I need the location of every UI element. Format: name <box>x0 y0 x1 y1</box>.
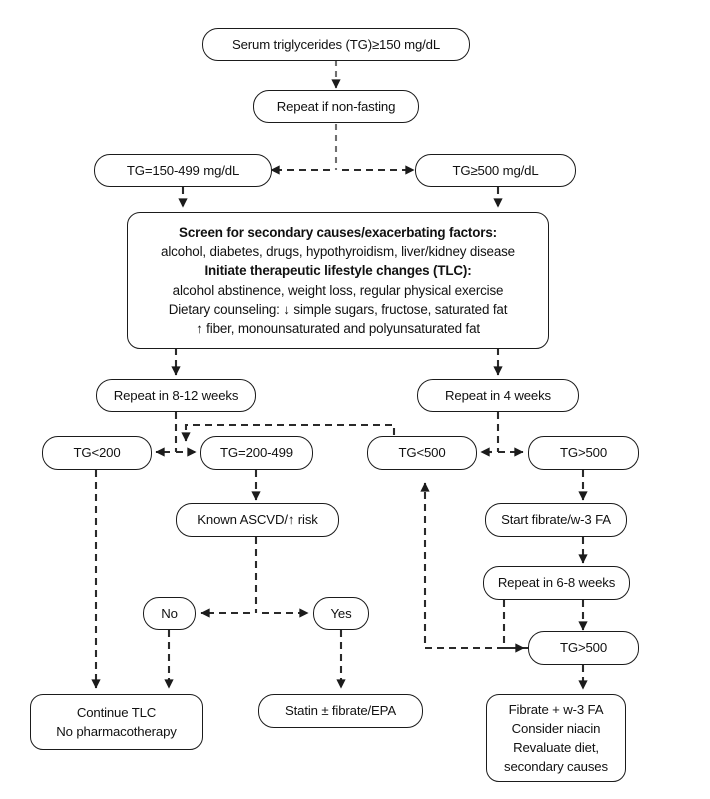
node-known-ascvd[interactable]: Known ASCVD/↑ risk <box>176 503 339 537</box>
screen-line-3: Initiate therapeutic lifestyle changes (… <box>204 263 472 279</box>
node-label: TG<200 <box>73 445 121 461</box>
continue-line-1: Continue TLC <box>76 704 157 720</box>
fibrate-line-2: Consider niacin <box>511 720 601 736</box>
node-serum-triglycerides[interactable]: Serum triglycerides (TG)≥150 mg/dL <box>202 28 470 61</box>
node-tg-lt-200[interactable]: TG<200 <box>42 436 152 470</box>
node-repeat-if-non-fasting[interactable]: Repeat if non-fasting <box>253 90 419 123</box>
node-label: Known ASCVD/↑ risk <box>197 512 318 528</box>
node-label: TG=200-499 <box>220 445 293 461</box>
node-tg-gt-500-bottom[interactable]: TG>500 <box>528 631 639 665</box>
fibrate-line-4: secondary causes <box>504 759 608 775</box>
fibrate-line-1: Fibrate + w-3 FA <box>508 701 604 717</box>
screen-line-2: alcohol, diabetes, drugs, hypothyroidism… <box>161 244 515 260</box>
node-tg-lt-500[interactable]: TG<500 <box>367 436 477 470</box>
continue-line-2: No pharmacotherapy <box>56 724 177 739</box>
node-screen-secondary-causes[interactable]: Screen for secondary causes/exacerbating… <box>127 212 549 349</box>
node-label: TG=150-499 mg/dL <box>126 162 240 178</box>
node-tg-150-499[interactable]: TG=150-499 mg/dL <box>94 154 272 187</box>
node-repeat-8-12-weeks[interactable]: Repeat in 8-12 weeks <box>96 379 256 412</box>
node-label: Statin ± fibrate/EPA <box>284 703 396 719</box>
node-label: Repeat in 4 weeks <box>445 387 551 403</box>
node-tg-gt-500-top[interactable]: TG>500 <box>528 436 639 470</box>
node-fibrate-combination[interactable]: Fibrate + w-3 FA Consider niacin Revalua… <box>486 694 626 782</box>
node-label: Yes <box>330 605 352 621</box>
node-label: Repeat in 8-12 weeks <box>113 387 239 403</box>
node-label: Repeat if non-fasting <box>276 98 396 114</box>
node-repeat-4-weeks[interactable]: Repeat in 4 weeks <box>417 379 579 412</box>
node-label: No <box>161 605 178 621</box>
node-label: TG>500 <box>559 445 608 461</box>
node-answer-no[interactable]: No <box>143 597 196 630</box>
node-answer-yes[interactable]: Yes <box>313 597 369 630</box>
screen-line-1: Screen for secondary causes/exacerbating… <box>179 225 497 241</box>
screen-line-6: ↑ fiber, monounsaturated and polyunsatur… <box>196 320 480 336</box>
node-label: Start fibrate/w-3 FA <box>501 512 611 528</box>
connector-feedback-repeat68-to-bottom <box>502 600 525 653</box>
node-repeat-6-8-weeks[interactable]: Repeat in 6-8 weeks <box>483 566 630 600</box>
node-continue-tlc[interactable]: Continue TLC No pharmacotherapy <box>30 694 203 750</box>
screen-line-4: alcohol abstinence, weight loss, regular… <box>172 282 504 298</box>
node-tg-200-499[interactable]: TG=200-499 <box>200 436 313 470</box>
node-tg-ge-500[interactable]: TG≥500 mg/dL <box>415 154 576 187</box>
fibrate-line-3: Revaluate diet, <box>513 740 599 755</box>
node-start-fibrate[interactable]: Start fibrate/w-3 FA <box>485 503 627 537</box>
node-label: TG>500 <box>559 640 608 656</box>
node-label: TG≥500 mg/dL <box>452 162 539 178</box>
node-label: TG<500 <box>398 445 446 461</box>
node-label: Serum triglycerides (TG)≥150 mg/dL <box>231 36 441 52</box>
node-statin-fibrate-epa[interactable]: Statin ± fibrate/EPA <box>258 694 423 728</box>
node-label: Repeat in 6-8 weeks <box>497 575 616 591</box>
screen-line-5: Dietary counseling: ↓ simple sugars, fru… <box>168 301 508 317</box>
